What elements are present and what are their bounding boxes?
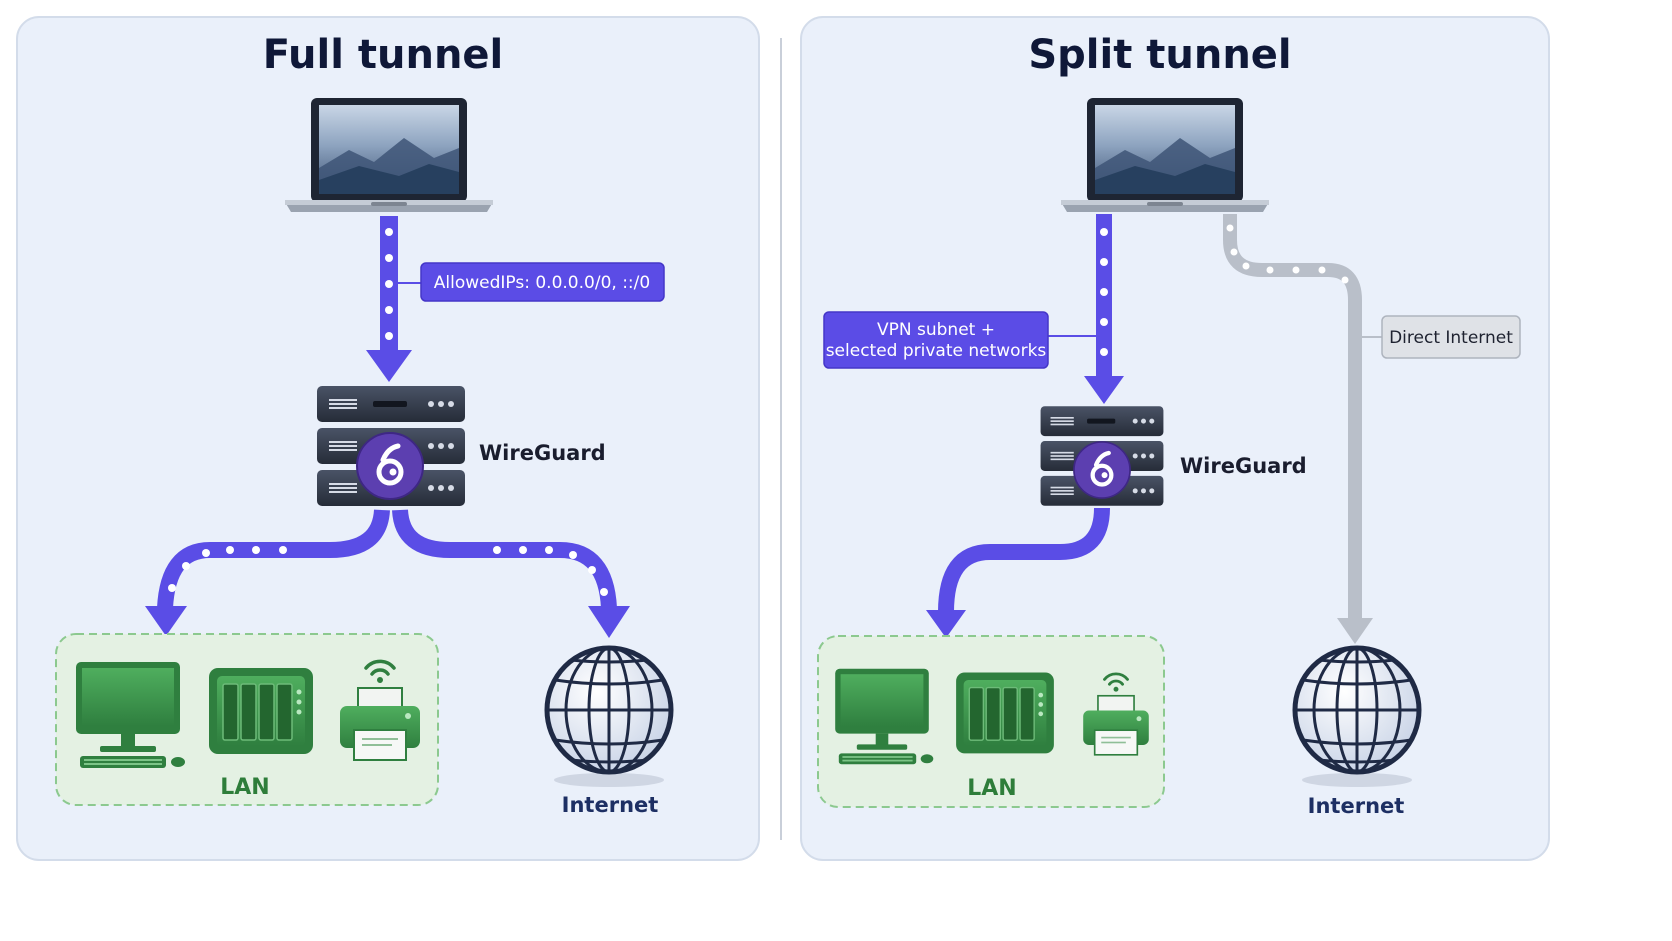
direct-internet-label: Direct Internet	[1389, 328, 1513, 348]
full-tunnel-title: Full tunnel	[263, 32, 504, 78]
full-internet-label: Internet	[562, 793, 659, 817]
direct-internet-arrow	[1223, 214, 1373, 644]
full-lan-label: LAN	[220, 775, 269, 800]
laptop-icon	[1061, 98, 1269, 212]
laptop-icon	[285, 98, 493, 212]
allowed-ips-tag: AllowedIPs: 0.0.0.0/0, ::/0	[420, 262, 665, 302]
vpn-subnet-label-line1: VPN subnet +	[877, 320, 995, 340]
wireguard-logo-icon	[357, 433, 423, 499]
full-branch-arrows	[145, 509, 630, 638]
full-tunnel-arrow	[366, 216, 412, 382]
full-wireguard-label: WireGuard	[479, 441, 606, 465]
split-internet-label: Internet	[1308, 794, 1405, 818]
wireguard-logo-icon	[1074, 442, 1130, 498]
split-branch-arrow	[926, 507, 1110, 638]
split-tunnel-title: Split tunnel	[1028, 32, 1291, 78]
direct-internet-tag: Direct Internet	[1381, 315, 1521, 359]
nas-icon	[955, 671, 1055, 755]
vpn-subnet-tag: VPN subnet + selected private networks	[823, 311, 1049, 369]
allowed-ips-label: AllowedIPs: 0.0.0.0/0, ::/0	[434, 273, 650, 293]
split-lan-label: LAN	[967, 776, 1016, 801]
nas-icon	[208, 667, 314, 755]
vpn-subnet-label-line2: selected private networks	[826, 341, 1047, 361]
split-tunnel-arrow	[1084, 214, 1124, 404]
split-wireguard-label: WireGuard	[1180, 454, 1307, 478]
